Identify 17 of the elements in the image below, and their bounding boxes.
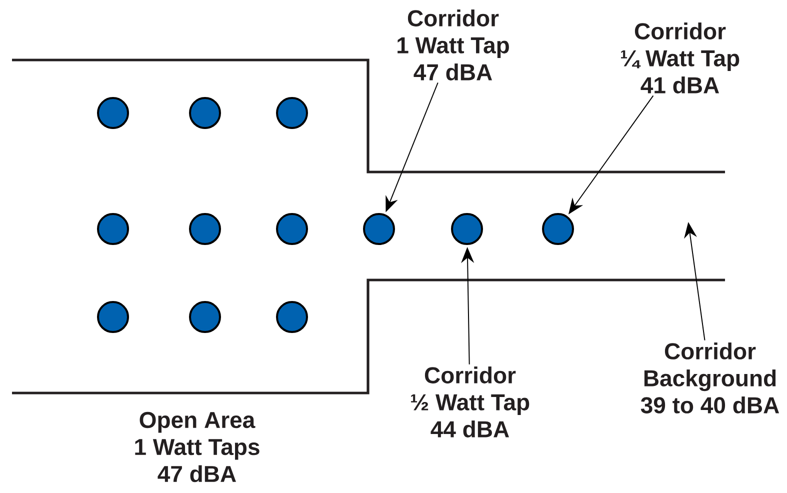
speaker-dot xyxy=(542,213,574,245)
callout-text: Corridor ¼ Watt Tap 41 dBA xyxy=(621,22,740,94)
speaker-dot xyxy=(363,213,395,245)
callout-text: Corridor ½ Watt Tap 44 dBA xyxy=(411,366,530,438)
speaker-dot xyxy=(451,213,483,245)
area-label: Open Area 1 Watt Taps 47 dBA xyxy=(135,412,260,482)
speaker-dot xyxy=(189,97,221,129)
speaker-dot xyxy=(276,213,308,245)
speaker-dot xyxy=(276,97,308,129)
callout-text: Corridor Background 39 to 40 dBA xyxy=(640,342,780,414)
speaker-dot xyxy=(97,301,129,333)
speaker-dot xyxy=(97,213,129,245)
speaker-dot xyxy=(97,97,129,129)
callout-text: Corridor 1 Watt Tap 47 dBA xyxy=(398,10,509,80)
speaker-dot xyxy=(189,301,221,333)
speaker-dot xyxy=(189,213,221,245)
speaker-dot xyxy=(276,301,308,333)
